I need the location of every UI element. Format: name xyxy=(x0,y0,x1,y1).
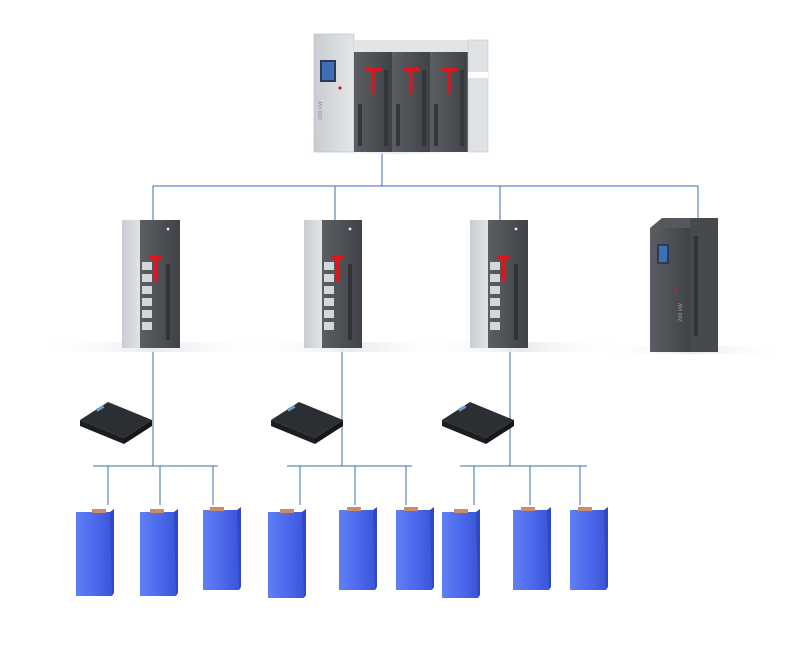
module-slots xyxy=(324,262,334,330)
connector-lines xyxy=(93,150,699,505)
battery-cell xyxy=(203,507,241,590)
logo-t-icon xyxy=(365,68,381,93)
battery-cell xyxy=(396,507,434,590)
control-unit xyxy=(313,33,355,153)
device-label-icon xyxy=(286,405,296,412)
cabinet-module-1 xyxy=(354,40,392,152)
indicator-icon xyxy=(674,288,678,292)
battery-cell xyxy=(76,509,114,596)
logo-t-icon xyxy=(331,256,344,281)
logo-t-icon xyxy=(403,68,419,93)
rack-2 xyxy=(250,220,450,352)
cabinet-module-3 xyxy=(430,40,468,152)
rack-1 xyxy=(40,220,270,352)
device-label-icon xyxy=(95,405,105,412)
module-slots xyxy=(490,262,500,330)
battery-cell xyxy=(442,509,480,598)
side-text: 200 kW xyxy=(318,101,324,120)
logo-t-icon xyxy=(149,256,162,281)
battery-cells xyxy=(76,507,608,598)
battery-cell xyxy=(570,507,608,590)
indicator-icon xyxy=(338,86,342,90)
rack-3 xyxy=(420,220,620,352)
bms-device-2 xyxy=(271,402,343,444)
battery-cell xyxy=(268,509,306,598)
battery-cell xyxy=(513,507,551,590)
bms-device-3 xyxy=(442,402,514,444)
bms-device-1 xyxy=(80,402,152,444)
device-label-icon xyxy=(458,404,467,412)
svg-text:200 kW: 200 kW xyxy=(678,303,684,322)
logo-t-icon xyxy=(497,256,510,281)
cabinet-module-2 xyxy=(392,40,430,152)
battery-cell xyxy=(339,507,377,590)
main-cabinet: 200 kW xyxy=(298,33,498,154)
battery-cell xyxy=(140,509,178,596)
pcs-cabinet: 200 kW xyxy=(600,218,787,354)
module-slots xyxy=(142,262,152,330)
logo-t-icon xyxy=(441,68,457,93)
